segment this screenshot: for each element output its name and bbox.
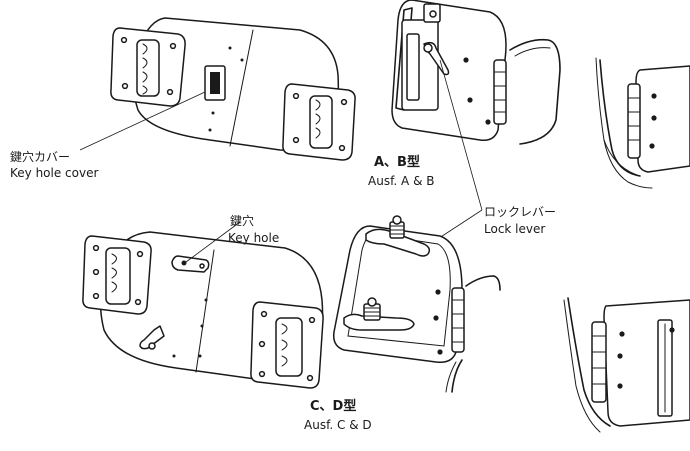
hatch-ab-edge-view bbox=[595, 57, 690, 189]
label-ausf-cd-sub: Ausf. C & D bbox=[304, 418, 372, 432]
key-hole-cover-ab bbox=[204, 65, 226, 101]
small-lever-cd bbox=[139, 325, 165, 350]
label-key-hole-cover-en: Key hole cover bbox=[10, 166, 99, 180]
key-hole-cd bbox=[171, 255, 210, 273]
left-hinge-ab bbox=[110, 27, 186, 107]
hatch-ab-interior-view bbox=[391, 0, 561, 145]
label-ausf-ab-sub: Ausf. A & B bbox=[368, 174, 435, 188]
lock-lever-top-cd bbox=[365, 215, 431, 257]
hatch-ab-top-view bbox=[110, 17, 356, 161]
lock-lever-bottom-cd bbox=[343, 297, 415, 331]
left-hinge-cd bbox=[82, 235, 152, 315]
hatch-cd-edge-view bbox=[563, 297, 690, 433]
leader-key-hole bbox=[185, 221, 241, 263]
leader-key-hole-cover bbox=[79, 91, 206, 151]
right-hinge-cd bbox=[250, 301, 324, 389]
right-hinge-ab bbox=[282, 83, 356, 161]
label-lock-lever-jp: ロックレバー bbox=[484, 205, 557, 219]
label-key-hole-cover-jp: 鍵穴カバー bbox=[10, 150, 71, 164]
label-ausf-ab-title: A、B型 bbox=[374, 155, 420, 170]
label-key-hole-en: Key hole bbox=[228, 231, 280, 245]
hatch-cd-top-view bbox=[82, 231, 324, 389]
label-lock-lever-en: Lock lever bbox=[484, 222, 546, 236]
leader-lock-lever-ab bbox=[439, 59, 483, 211]
hatch-cd-interior-view bbox=[332, 215, 501, 393]
label-ausf-cd-title: C、D型 bbox=[310, 399, 357, 414]
label-key-hole-jp: 鍵穴 bbox=[230, 214, 255, 228]
